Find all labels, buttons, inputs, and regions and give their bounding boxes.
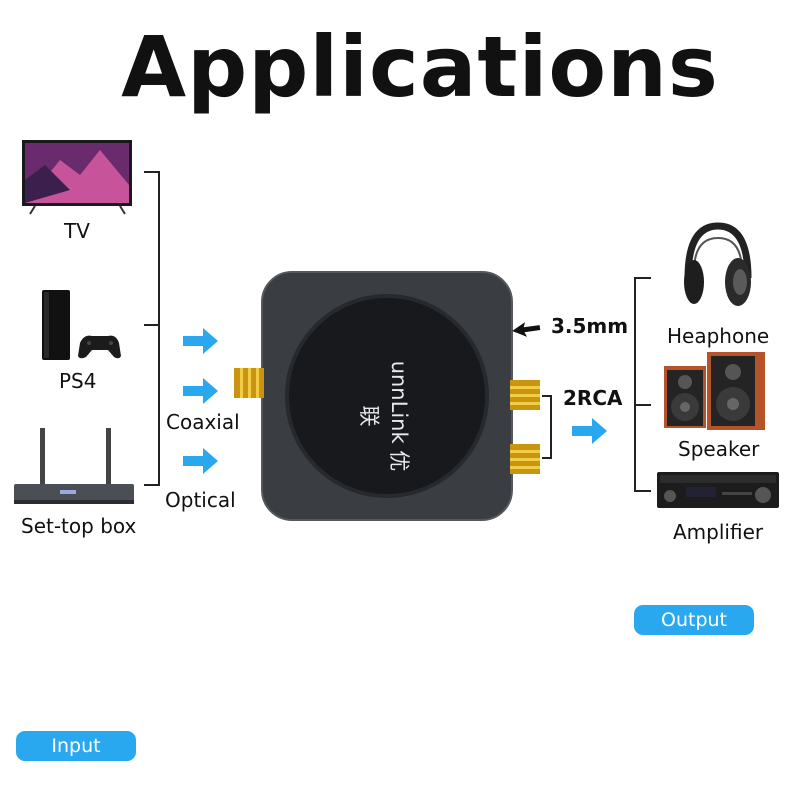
output-arrow: [572, 418, 607, 444]
tv-image: [22, 140, 132, 215]
speaker-label: Speaker: [678, 437, 760, 461]
page-title: Applications: [121, 18, 719, 116]
rca-bracket: [542, 395, 552, 459]
ps4-image: [42, 290, 121, 360]
ps4-label: PS4: [59, 369, 97, 393]
output-badge: Output: [634, 605, 754, 635]
headphone-arrow: [512, 322, 541, 337]
set-top-box-image: [14, 428, 134, 504]
input-bracket: [144, 171, 160, 486]
coaxial-port: [234, 368, 264, 398]
headphone-jack-label: 3.5mm: [551, 314, 629, 338]
input-arrows: [183, 328, 218, 474]
rca-label: 2RCA: [563, 386, 623, 410]
headphone-image: [684, 222, 752, 306]
headphone-label: Heaphone: [667, 324, 770, 348]
converter-device: [261, 271, 513, 521]
input-badge: Input: [16, 731, 136, 761]
device-brand: unnLink 优联: [357, 360, 411, 472]
set-top-box-label: Set-top box: [21, 514, 137, 538]
output-bracket: [634, 277, 651, 492]
amplifier-image: [657, 472, 779, 508]
rca-port-bottom: [510, 444, 540, 474]
optical-label: Optical: [165, 488, 236, 512]
coaxial-label: Coaxial: [166, 410, 240, 434]
speaker-image: [664, 352, 765, 430]
amplifier-label: Amplifier: [673, 520, 764, 544]
tv-label: TV: [64, 219, 90, 243]
rca-port-top: [510, 380, 540, 410]
